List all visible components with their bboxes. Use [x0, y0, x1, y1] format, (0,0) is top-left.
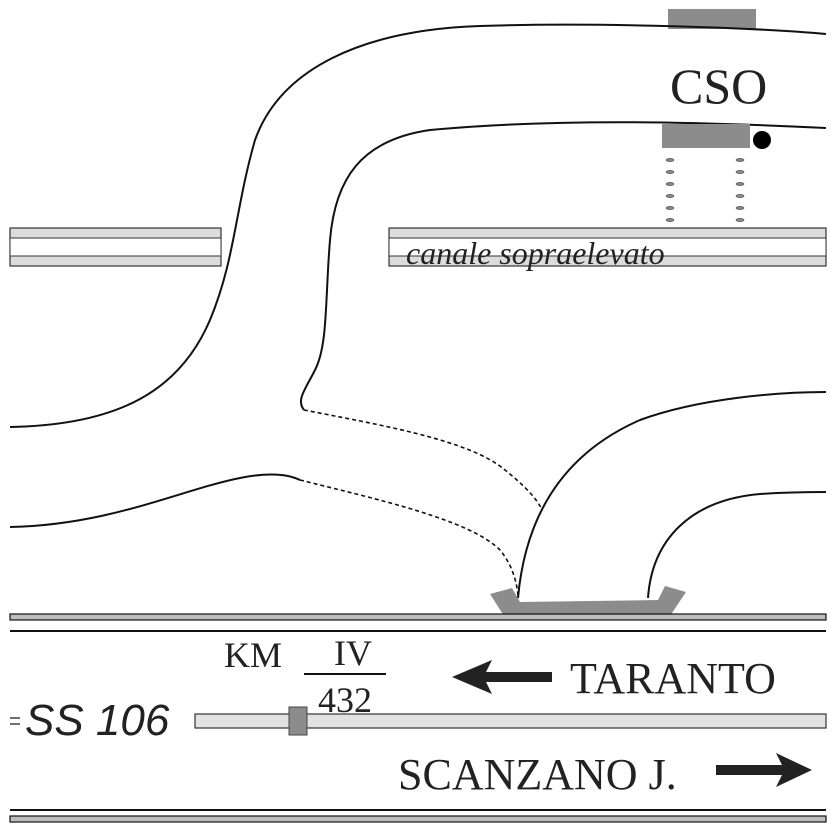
arrow-right-icon [716, 753, 812, 787]
channel-bank-lower-right-outer [517, 391, 827, 599]
cso-weir-block [662, 124, 750, 148]
culvert-outlet-structure [490, 586, 686, 616]
channel-outer-bank-upper [9, 23, 827, 428]
cso-outflow-streams [665, 158, 745, 222]
km-denominator-label: 432 [318, 680, 372, 720]
direction-taranto-label: TARANTO [570, 654, 776, 703]
direction-scanzano-label: SCANZANO J. [398, 750, 677, 799]
cso-label: CSO [670, 58, 767, 114]
top-structure-block [668, 9, 756, 29]
km-numerator-label: IV [334, 633, 372, 673]
elevated-canal-left [9, 227, 222, 267]
channel-inner-bank-upper [299, 121, 827, 411]
cso-node-dot [753, 131, 771, 149]
culvert-dashed-upper [303, 409, 543, 511]
elevated-canal-right [388, 227, 827, 267]
road-edge-upper [9, 613, 827, 632]
road-edge-lower [9, 809, 827, 823]
arrow-left-icon [452, 660, 552, 694]
road-centerline [10, 713, 827, 729]
channel-bank-lower-left [9, 473, 301, 528]
road-name-label: SS 106 [25, 696, 170, 745]
channel-bank-lower-right-inner [647, 491, 827, 599]
culvert-dashed-lower [299, 479, 519, 599]
canal-label: canale sopraelevato [406, 235, 665, 271]
km-prefix-label: KM [224, 635, 282, 675]
km-marker [288, 706, 308, 736]
